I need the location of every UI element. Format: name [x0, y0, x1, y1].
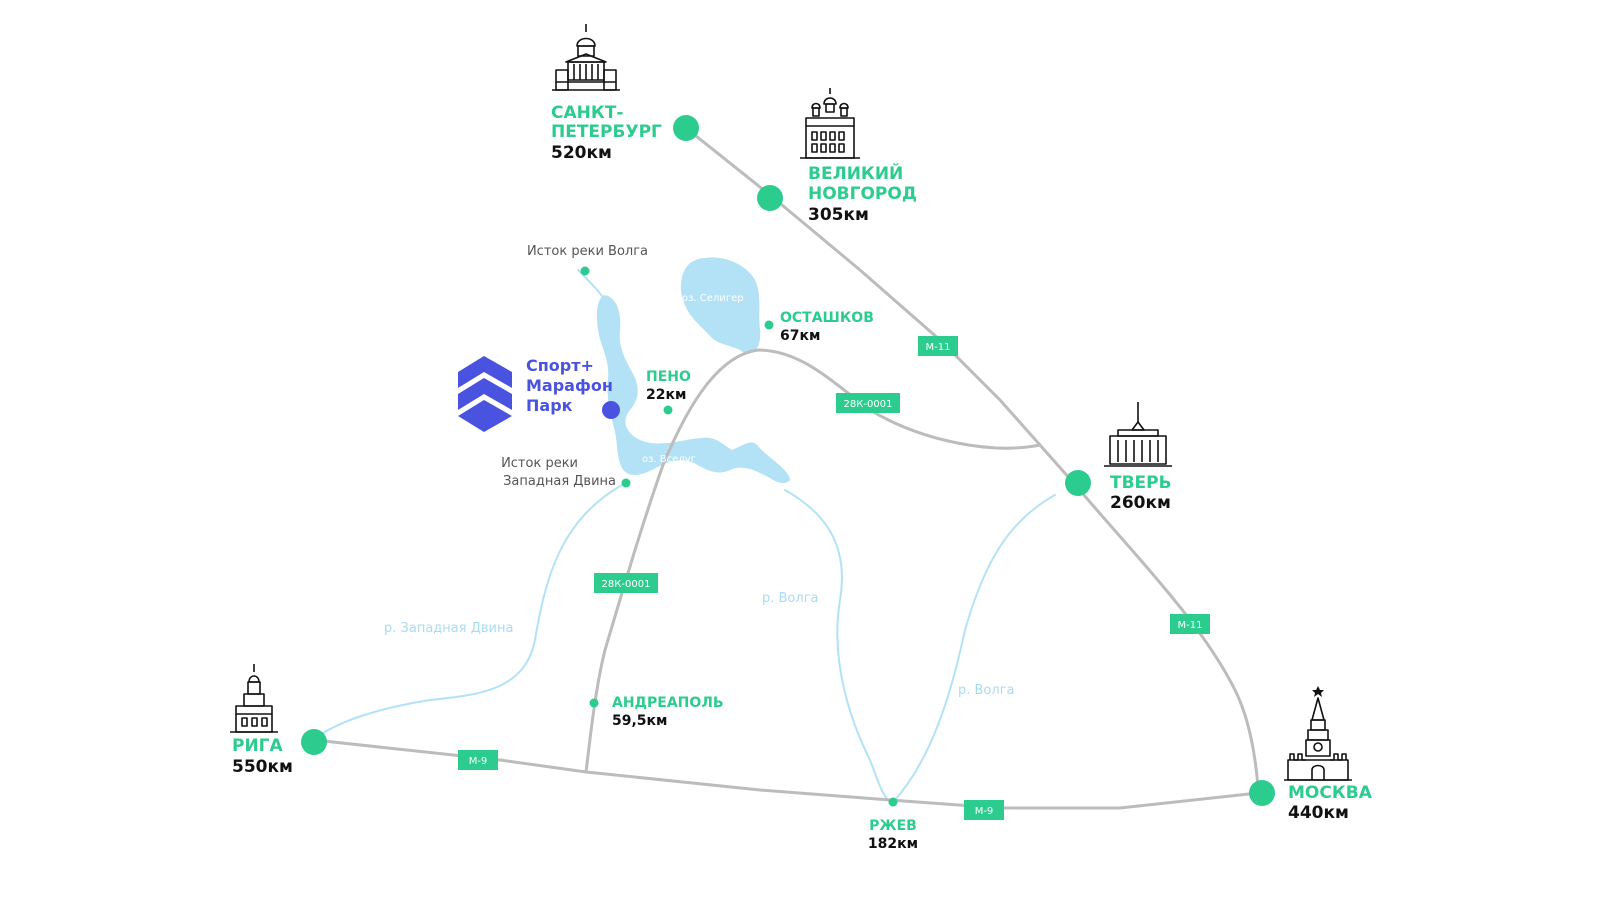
city-name-spb-2: ПЕТЕРБУРГ [551, 122, 662, 142]
town-dist-andreapol: 59,5км [612, 713, 668, 729]
city-marker-spb[interactable] [673, 115, 699, 141]
city-name-moscow: МОСКВА [1288, 783, 1373, 803]
palace-icon [1104, 402, 1172, 467]
logo-line-3: Парк [526, 396, 573, 415]
town-dist-peno: 22км [646, 387, 686, 403]
label-dvina-source-1: Исток реки [501, 456, 578, 471]
logo-mark-icon [458, 356, 512, 432]
marker-rzhev[interactable] [888, 797, 898, 807]
marker-andreapol[interactable] [589, 698, 599, 708]
town-name-rzhev: РЖЕВ [869, 818, 917, 834]
road-28k-south [584, 463, 665, 774]
town-name-peno: ПЕНО [646, 369, 691, 385]
label-river-volga-upper: р. Волга [762, 591, 819, 606]
svg-text:М-11: М-11 [926, 342, 951, 353]
town-dist-rzhev: 182км [868, 836, 918, 852]
city-marker-tver[interactable] [1065, 470, 1091, 496]
city-dist-tver: 260км [1110, 493, 1171, 513]
marker-ostashkov[interactable] [764, 320, 774, 330]
city-marker-riga[interactable] [301, 729, 327, 755]
castle-tower-icon [230, 664, 278, 733]
city-name-novgorod-1: ВЕЛИКИЙ [808, 162, 903, 184]
city-dist-riga: 550км [232, 757, 293, 777]
svg-text:М-9: М-9 [469, 756, 488, 767]
city-name-tver: ТВЕРЬ [1110, 473, 1172, 493]
kremlin-church-icon [800, 88, 860, 159]
road-28k-north [661, 348, 1042, 467]
city-dist-spb: 520км [551, 143, 612, 163]
road-sign-28k-b: 28К-0001 [594, 573, 658, 593]
river-volga-lower [894, 494, 1056, 801]
svg-text:М-11: М-11 [1178, 620, 1203, 631]
marker-dvina-source[interactable] [621, 478, 631, 488]
road-sign-m11-b: М-11 [1170, 614, 1210, 634]
lake-vselug-chain [596, 295, 790, 484]
label-river-volga-lower: р. Волга [958, 683, 1015, 698]
cathedral-icon [552, 24, 620, 91]
label-dvina-source-2: Западная Двина [503, 474, 616, 489]
city-name-novgorod-2: НОВГОРОД [808, 184, 917, 204]
road-m11-south [1076, 486, 1260, 790]
road-sign-28k-a: 28К-0001 [836, 393, 900, 413]
svg-text:28К-0001: 28К-0001 [602, 579, 651, 590]
road-sign-m9-a: М-9 [458, 750, 498, 770]
logo-line-2: Марафон [526, 376, 613, 395]
city-name-riga: РИГА [232, 736, 284, 756]
town-dist-ostashkov: 67км [780, 328, 820, 344]
city-dist-moscow: 440км [1288, 803, 1349, 823]
road-sign-m11-a: М-11 [918, 336, 958, 356]
river-volga-upper [784, 489, 889, 801]
marker-volga-source[interactable] [580, 266, 590, 276]
label-river-zap-dvina: р. Западная Двина [384, 621, 513, 636]
road-m11-north [768, 193, 1080, 490]
town-name-andreapol: АНДРЕАПОЛЬ [612, 695, 724, 711]
marker-sport-marathon-park[interactable] [602, 401, 620, 419]
road-m9 [312, 738, 1260, 810]
town-name-ostashkov: ОСТАШКОВ [780, 310, 874, 326]
label-lake-vselug: оз. Вселуг [642, 454, 696, 465]
marker-peno[interactable] [663, 405, 673, 415]
city-dist-novgorod: 305км [808, 205, 869, 225]
road-sign-m9-b: М-9 [964, 800, 1004, 820]
river-zapadnaya-dvina [311, 484, 623, 741]
label-lake-seliger: оз. Селигер [682, 293, 744, 304]
lake-seliger [680, 257, 761, 354]
svg-text:28К-0001: 28К-0001 [844, 399, 893, 410]
label-volga-source: Исток реки Волга [527, 244, 648, 259]
city-marker-moscow[interactable] [1249, 780, 1275, 806]
city-name-spb-1: САНКТ- [551, 103, 623, 123]
kremlin-tower-icon [1284, 686, 1352, 781]
svg-text:М-9: М-9 [975, 806, 994, 817]
sport-marathon-park-logo[interactable]: Спорт+ Марафон Парк [458, 356, 613, 432]
road-spb-novgorod [684, 126, 772, 197]
city-marker-novgorod[interactable] [757, 185, 783, 211]
logo-line-1: Спорт+ [526, 356, 594, 375]
